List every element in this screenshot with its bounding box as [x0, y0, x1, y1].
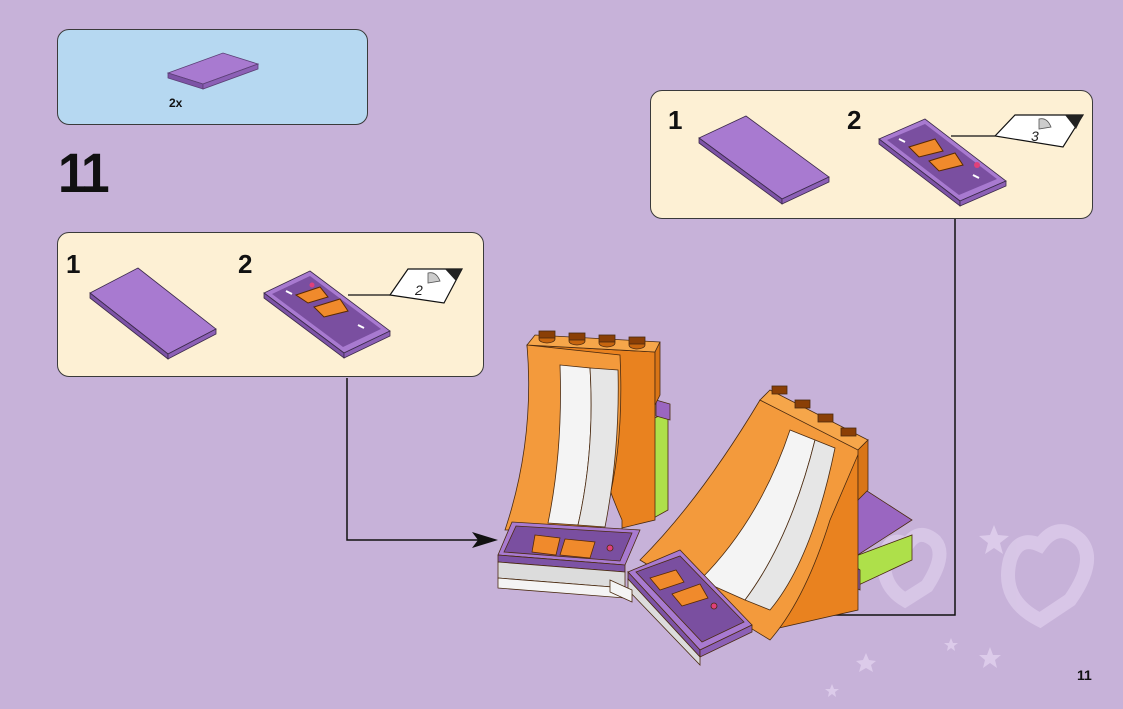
- sub-step-number: 1: [66, 249, 81, 279]
- reference-box-icon: 3: [951, 114, 1085, 148]
- parts-box: 2x: [57, 29, 368, 125]
- decorated-tile-icon: [263, 270, 391, 359]
- step-number: 11: [58, 141, 110, 204]
- decorative-stars-icon: [825, 525, 1009, 697]
- page-number: 11: [1077, 667, 1092, 683]
- sub-assembly-callout-right: 1 2 3: [650, 90, 1093, 219]
- sub-step-number: 2: [238, 249, 253, 279]
- sub-step-number: 1: [668, 105, 683, 135]
- purple-tile-icon: [698, 115, 830, 205]
- sub-step-number: 2: [847, 105, 862, 135]
- part-quantity: 2x: [169, 96, 183, 110]
- skate-ramp-model-icon: [497, 330, 913, 666]
- decorative-hearts-icon: [877, 524, 1094, 629]
- decorated-tile-icon: [878, 118, 1007, 207]
- purple-tile-icon: [89, 267, 217, 360]
- reference-label: 3: [1031, 128, 1039, 144]
- reference-label: 2: [414, 282, 423, 298]
- purple-tile-icon: [166, 52, 260, 90]
- sub-assembly-callout-left: 1 2 2: [57, 232, 484, 377]
- reference-box-icon: 2: [348, 268, 463, 304]
